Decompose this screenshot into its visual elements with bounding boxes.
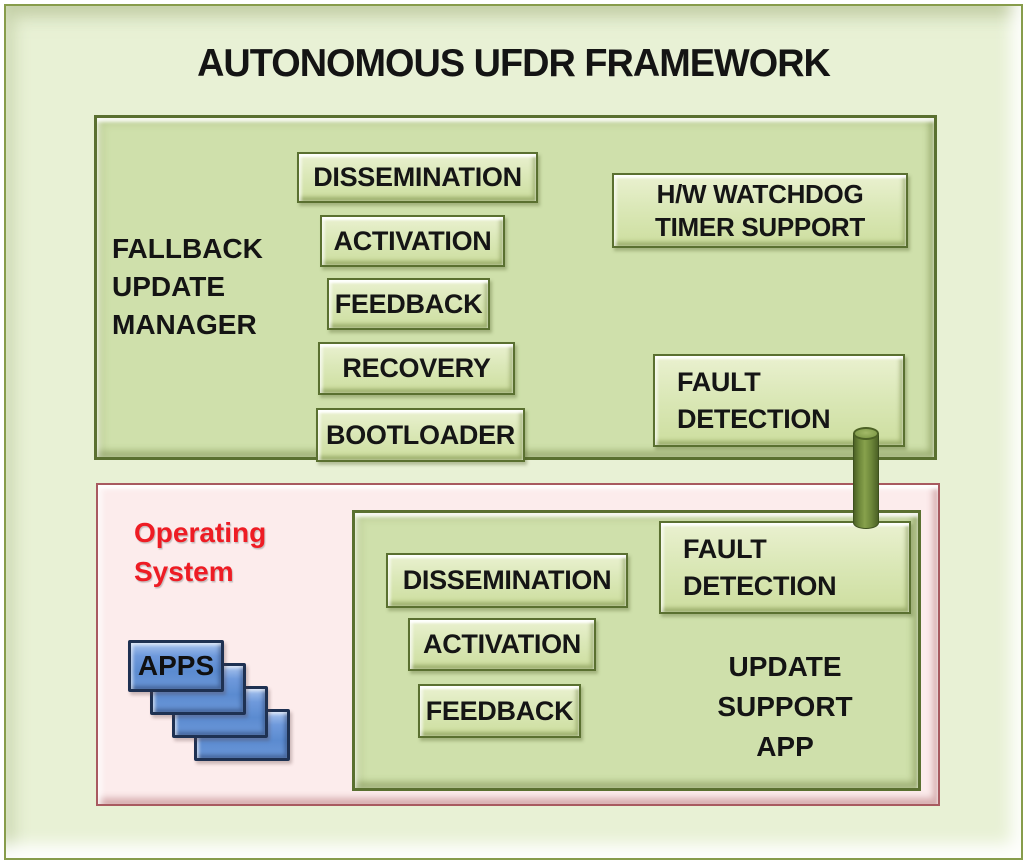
module-activation: ACTIVATION	[320, 215, 505, 267]
usa-label-line: SUPPORT	[717, 691, 853, 722]
fallback-label-line: MANAGER	[112, 309, 257, 340]
fallback-update-manager-box: FALLBACK UPDATE MANAGER DISSEMINATION AC…	[94, 115, 937, 462]
operating-system-box: Operating System APPS DISSEMINATION ACTI…	[96, 483, 940, 806]
diagram-title: AUTONOMOUS UFDR FRAMEWORK	[197, 42, 831, 85]
apps-stack-front: APPS	[128, 640, 224, 692]
update-support-app-label: UPDATE SUPPORT APP	[659, 647, 911, 767]
watchdog-label-line: H/W WATCHDOG	[656, 178, 864, 209]
module-activation-os: ACTIVATION	[408, 618, 596, 671]
usa-label-line: UPDATE	[728, 651, 842, 682]
update-support-app-box: DISSEMINATION ACTIVATION FEEDBACK FAULT …	[352, 510, 921, 791]
module-dissemination-os: DISSEMINATION	[386, 553, 628, 608]
fault-detection-connector-pipe	[853, 433, 879, 529]
fallback-update-manager-label: FALLBACK UPDATE MANAGER	[112, 230, 342, 344]
fault-label-line: DETECTION	[677, 403, 831, 434]
watchdog-label-line: TIMER SUPPORT	[655, 211, 865, 242]
module-bootloader: BOOTLOADER	[316, 408, 525, 462]
module-recovery: RECOVERY	[318, 342, 515, 395]
module-dissemination: DISSEMINATION	[297, 152, 538, 203]
module-hw-watchdog-timer-support: H/W WATCHDOG TIMER SUPPORT	[612, 173, 908, 248]
os-label-line: Operating	[134, 517, 267, 548]
fallback-label-line: UPDATE	[112, 271, 226, 302]
module-fault-detection-upper: FAULT DETECTION	[653, 354, 905, 447]
operating-system-label: Operating System	[134, 513, 266, 591]
module-fault-detection-lower: FAULT DETECTION	[659, 521, 911, 614]
module-feedback: FEEDBACK	[327, 278, 490, 330]
fault-label-line: DETECTION	[683, 570, 837, 601]
os-label-line: System	[134, 556, 234, 587]
module-feedback-os: FEEDBACK	[418, 684, 581, 738]
fallback-label-line: FALLBACK	[112, 233, 263, 264]
usa-label-line: APP	[756, 731, 814, 762]
fault-detection-connector-pipe-cap	[853, 427, 879, 440]
fault-label-line: FAULT	[677, 366, 761, 397]
fault-label-line: FAULT	[683, 533, 767, 564]
outer-frame: AUTONOMOUS UFDR FRAMEWORK FALLBACK UPDAT…	[4, 4, 1023, 860]
